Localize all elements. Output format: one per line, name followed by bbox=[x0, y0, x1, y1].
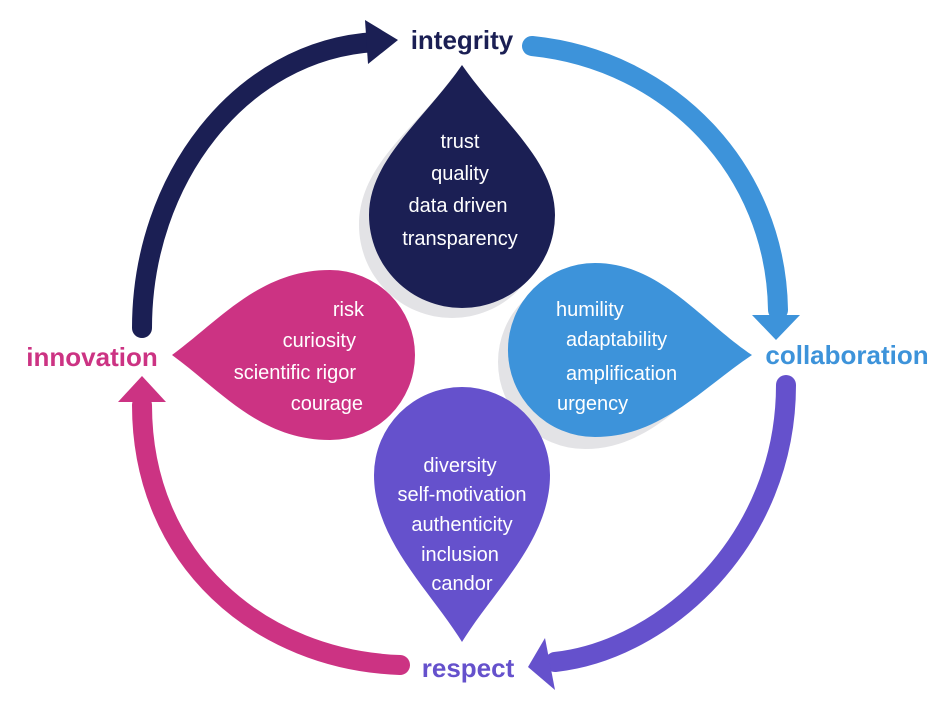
respect-item: authenticity bbox=[411, 514, 512, 536]
title-innovation: innovation bbox=[26, 342, 157, 372]
innovation-item: scientific rigor bbox=[234, 362, 357, 384]
drop-innovation bbox=[172, 270, 415, 440]
integrity-item: quality bbox=[431, 163, 489, 185]
respect-item: diversity bbox=[423, 455, 496, 477]
arrow-integrity bbox=[132, 32, 385, 338]
collaboration-item: humility bbox=[556, 299, 624, 321]
drop-integrity bbox=[369, 65, 555, 308]
drop-collaboration bbox=[507, 262, 752, 438]
drop-respect bbox=[374, 387, 550, 642]
integrity-item: data driven bbox=[409, 195, 508, 217]
title-respect: respect bbox=[422, 653, 515, 683]
integrity-item: transparency bbox=[402, 228, 518, 250]
collaboration-item: adaptability bbox=[566, 329, 667, 351]
arrowhead-innovation bbox=[118, 376, 166, 402]
arrowhead-respect bbox=[528, 638, 555, 690]
title-integrity: integrity bbox=[411, 25, 514, 55]
respect-item: self-motivation bbox=[398, 484, 527, 506]
innovation-item: courage bbox=[291, 393, 363, 415]
collaboration-item: urgency bbox=[557, 393, 628, 415]
arrowhead-integrity bbox=[365, 20, 398, 64]
innovation-item: risk bbox=[333, 299, 365, 321]
collaboration-item: amplification bbox=[566, 363, 677, 385]
innovation-item: curiosity bbox=[283, 330, 356, 352]
title-collaboration: collaboration bbox=[765, 340, 928, 370]
integrity-item: trust bbox=[441, 131, 480, 153]
arrowhead-collaboration bbox=[752, 315, 800, 340]
respect-item: inclusion bbox=[421, 544, 499, 566]
arrow-collaboration bbox=[522, 36, 788, 320]
arrow-respect bbox=[545, 375, 796, 672]
respect-item: candor bbox=[431, 573, 492, 595]
arrow-innovation bbox=[132, 395, 410, 675]
